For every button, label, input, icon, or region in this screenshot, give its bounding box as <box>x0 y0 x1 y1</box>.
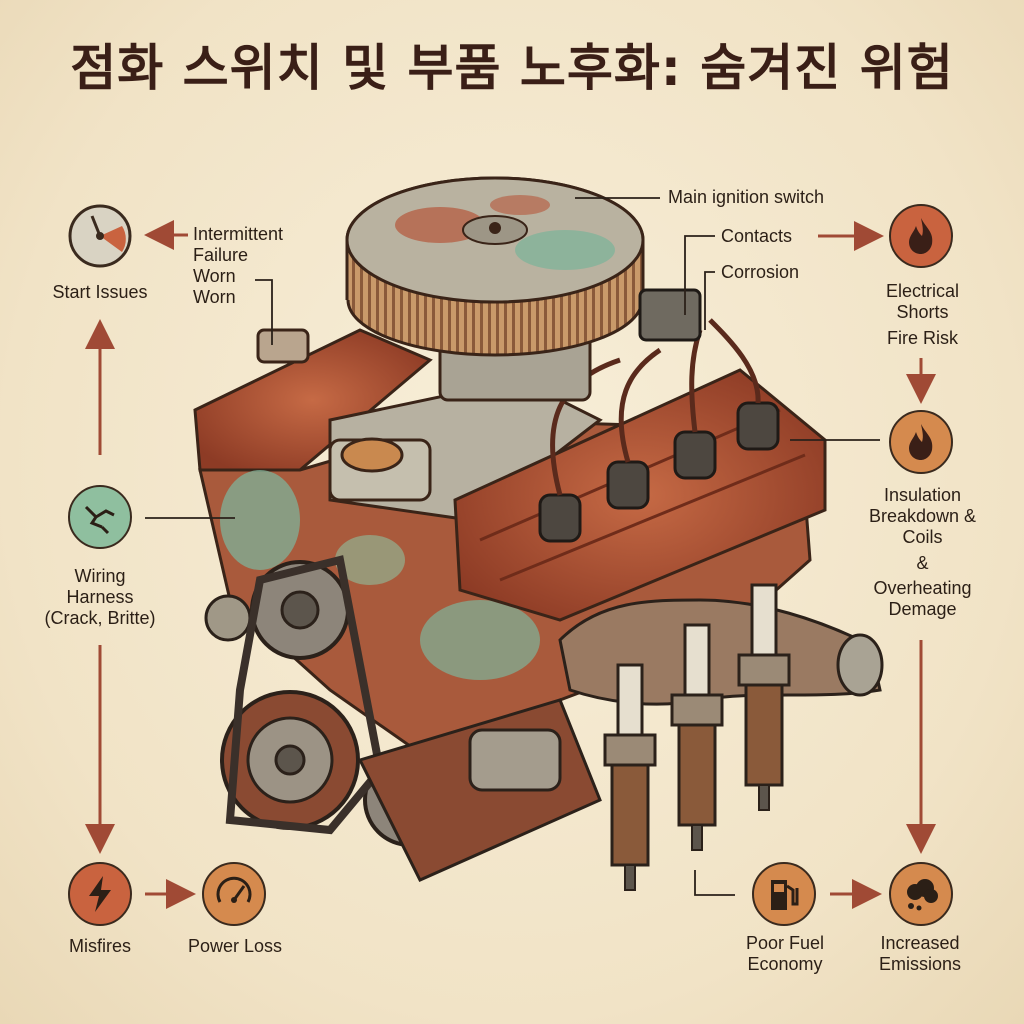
label-wiring: Wiring <box>74 566 126 586</box>
label-damage: Demage <box>888 599 957 619</box>
spark-plugs <box>603 583 791 891</box>
label-intermittent: Intermittent <box>193 224 284 244</box>
patina-patch <box>420 600 540 680</box>
label-worn-1: Worn <box>193 266 236 286</box>
label-increased: Increased <box>880 933 960 953</box>
page-title: 점화 스위치 및 부품 노후화: 숨겨진 위험 <box>70 39 954 97</box>
label-insulation: Insulation <box>883 485 962 505</box>
smoke-glyph <box>907 879 938 911</box>
callout-lines <box>145 197 880 896</box>
flame-glyph <box>909 424 933 460</box>
label-main-ignition-switch: Main ignition switch <box>668 187 825 207</box>
label-fire-risk: Fire Risk <box>887 328 958 348</box>
patina-patch <box>335 535 405 585</box>
label-economy: Economy <box>747 954 823 974</box>
callout-corrosion <box>704 271 715 330</box>
oil-filler-cap <box>256 328 310 364</box>
ignition-switch-module <box>638 288 702 342</box>
patina-patch <box>220 470 300 570</box>
label-emissions: Emissions <box>878 954 962 974</box>
label-overheating: Overheating <box>873 578 972 598</box>
fuel-pump-glyph <box>771 880 799 910</box>
callout-plug <box>694 870 735 896</box>
lightning-glyph <box>89 876 111 912</box>
label-breakdown: Breakdown & <box>868 506 977 526</box>
flame-icon <box>889 410 953 474</box>
thermostat-cap <box>340 437 404 473</box>
label-start-issues: Start Issues <box>52 282 148 302</box>
label-contacts: Contacts <box>721 226 793 246</box>
speedometer-icon <box>202 862 266 926</box>
smoke-cloud-icon <box>889 862 953 926</box>
label-misfires: Misfires <box>69 936 131 956</box>
label-coils: Coils <box>902 527 943 547</box>
engine-illustration <box>193 176 884 891</box>
gauge-icon-graphic <box>68 204 132 268</box>
flow-arrows <box>85 220 936 909</box>
fuel-pump-icon <box>752 862 816 926</box>
label-failure: Failure <box>193 245 249 265</box>
cracked-wire-icon <box>68 485 132 549</box>
serpentine-belt <box>225 555 385 835</box>
callout-contacts <box>684 235 715 315</box>
speedometer-glyph <box>216 876 252 903</box>
exhaust-manifold <box>558 598 882 706</box>
crack-glyph <box>84 505 115 535</box>
label-ampersand: & <box>916 553 929 573</box>
flame-icon <box>889 204 953 268</box>
label-harness: Harness <box>66 587 134 607</box>
flame-glyph <box>909 218 933 254</box>
starter-motor <box>468 728 562 792</box>
label-corrosion: Corrosion <box>721 262 800 282</box>
label-worn-2: Worn <box>193 287 236 307</box>
label-power-loss: Power Loss <box>187 936 283 956</box>
label-electrical: Electrical <box>885 281 960 301</box>
idler-pulley <box>204 594 252 642</box>
lightning-icon <box>68 862 132 926</box>
label-shorts: Shorts <box>896 302 949 322</box>
callout-worn <box>255 279 273 345</box>
label-poor-fuel: Poor Fuel <box>745 933 825 953</box>
label-crack-brittle: (Crack, Britte) <box>44 608 156 628</box>
